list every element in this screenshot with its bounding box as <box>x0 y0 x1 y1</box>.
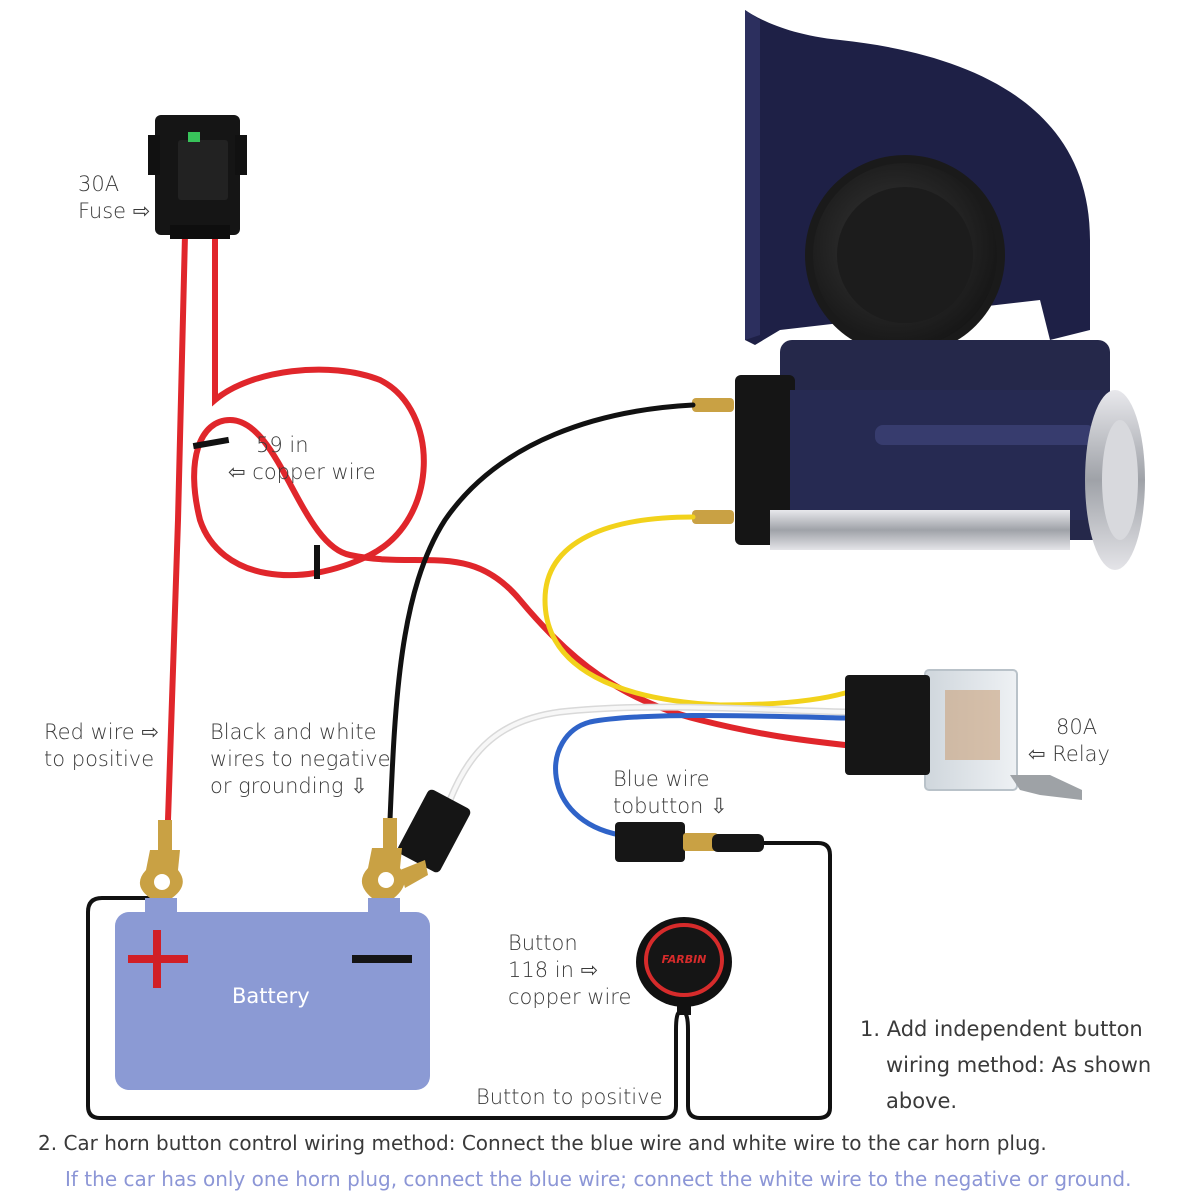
note-1: 1. Add independent button wiring method:… <box>860 1011 1151 1119</box>
battery-label: Battery <box>232 984 310 1008</box>
black-white-label-line-3: or grounding ⇩ <box>210 774 368 798</box>
relay-label-line-1: 80A <box>1056 715 1098 739</box>
copper-wire-label: 59 in ⇦ copper wire <box>228 432 376 486</box>
button-label-line-1: Button <box>508 931 578 955</box>
note-1-line-2: wiring method: As shown <box>886 1053 1152 1077</box>
copper-wire-label-line-1: 59 in <box>256 433 309 457</box>
note-3: If the car has only one horn plug, conne… <box>65 1167 1132 1191</box>
black-white-label-line-2: wires to negative <box>210 747 391 771</box>
button-label: Button 118 in ⇨ copper wire <box>508 930 631 1011</box>
blue-wire <box>553 713 848 838</box>
ring-terminal-negative <box>361 818 428 898</box>
relay-label: 80A ⇦ Relay <box>1028 714 1110 768</box>
black-white-label-line-1: Black and white <box>210 720 377 744</box>
red-wire-label-line-1: Red wire ⇨ <box>44 720 159 744</box>
minus-sign <box>352 955 412 963</box>
black-white-label: Black and white wires to negative or gro… <box>210 719 391 800</box>
ring-terminal-positive <box>139 820 183 898</box>
fuse-label: 30A Fuse ⇨ <box>78 171 150 225</box>
button-circuit <box>86 841 832 1120</box>
fuse-holder <box>148 115 247 239</box>
blue-wire-label-line-1: Blue wire <box>613 767 710 791</box>
horn-button: FARBIN <box>636 917 732 1015</box>
button-label-line-3: copper wire <box>508 985 632 1009</box>
red-wire-label: Red wire ⇨ to positive <box>44 719 159 773</box>
fuse-label-line-2: Fuse ⇨ <box>78 199 151 223</box>
blue-wire-label: Blue wire tobutton ⇩ <box>613 766 728 820</box>
red-wire-to-positive <box>165 232 188 823</box>
red-wire-label-line-2: to positive <box>44 747 155 771</box>
battery <box>115 898 430 1090</box>
relay-label-line-2: ⇦ Relay <box>1028 742 1110 766</box>
button-brand-text: FARBIN <box>662 953 707 966</box>
button-label-line-2: 118 in ⇨ <box>508 958 599 982</box>
copper-wire-label-line-2: ⇦ copper wire <box>228 460 376 484</box>
white-wire-plug <box>397 789 471 873</box>
yellow-wire <box>542 514 848 708</box>
wires <box>165 232 849 838</box>
black-wire <box>387 402 696 823</box>
horn <box>692 10 1145 570</box>
note-1-line-1: 1. Add independent button <box>860 1017 1143 1041</box>
blue-wire-connector <box>615 822 764 862</box>
note-2: 2. Car horn button control wiring method… <box>38 1131 1047 1155</box>
button-to-positive-label: Button to positive <box>476 1085 663 1109</box>
fuse-label-line-1: 30A <box>78 172 120 196</box>
note-1-line-3: above. <box>886 1089 958 1113</box>
relay <box>845 669 1082 800</box>
blue-wire-label-line-2: tobutton ⇩ <box>613 794 728 818</box>
